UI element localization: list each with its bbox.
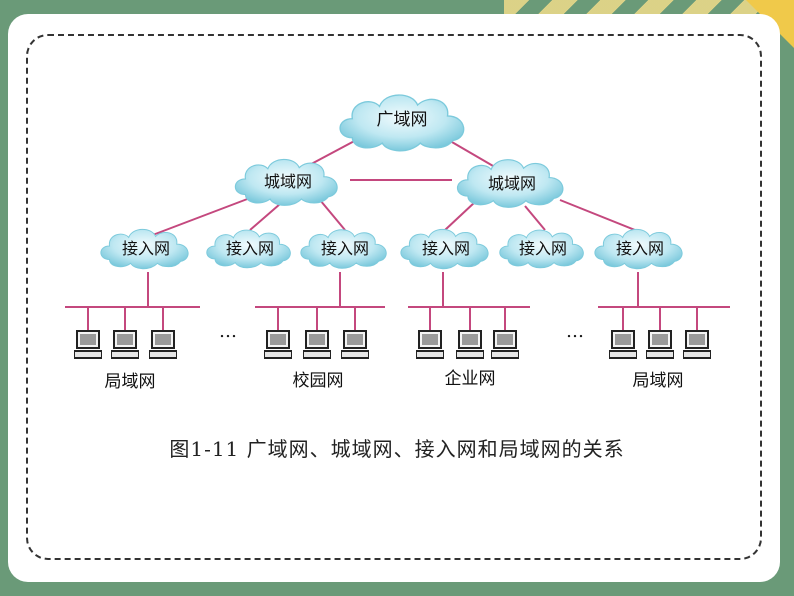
computer-icon	[341, 330, 369, 359]
lan-label-3: 企业网	[445, 369, 496, 389]
access-cloud-2: 接入网	[206, 229, 291, 269]
access-cloud-1: 接入网	[100, 228, 189, 270]
access-label-1: 接入网	[122, 239, 170, 258]
access-cloud-3: 接入网	[300, 229, 387, 269]
links	[65, 137, 730, 330]
computer-icon	[683, 330, 711, 359]
dashed-frame	[26, 34, 762, 560]
man-cloud-left: 城域网	[234, 158, 338, 206]
lan-label-2: 校园网	[293, 371, 344, 391]
access-label-2: 接入网	[226, 239, 274, 258]
computers	[74, 330, 711, 359]
access-label-6: 接入网	[616, 239, 664, 258]
access-cloud-6: 接入网	[594, 228, 683, 270]
decorative-stripes	[504, 0, 794, 18]
computer-icon	[264, 330, 292, 359]
access-cloud-5: 接入网	[499, 229, 584, 269]
wan-cloud: 广域网	[338, 93, 465, 152]
computer-icon	[456, 330, 484, 359]
man-left-label: 城域网	[264, 172, 312, 191]
computer-icon	[74, 330, 102, 359]
wan-label: 广域网	[377, 110, 428, 130]
access-label-5: 接入网	[519, 239, 567, 258]
access-cloud-4: 接入网	[400, 228, 489, 270]
computer-icon	[416, 330, 444, 359]
man-right-label: 城域网	[488, 174, 536, 193]
computer-icon	[491, 330, 519, 359]
ellipsis-left: …	[219, 321, 237, 342]
computer-icon	[646, 330, 674, 359]
figure-caption: 图1-11 广域网、城域网、接入网和局域网的关系	[169, 437, 625, 461]
lan-label-4: 局域网	[633, 371, 684, 391]
lan-label-1: 局域网	[105, 372, 156, 392]
man-cloud-right: 城域网	[456, 159, 564, 208]
computer-icon	[149, 330, 177, 359]
computer-icon	[609, 330, 637, 359]
computer-icon	[303, 330, 331, 359]
access-label-4: 接入网	[422, 239, 470, 258]
computer-icon	[111, 330, 139, 359]
access-label-3: 接入网	[321, 239, 369, 258]
ellipsis-right: …	[566, 321, 584, 342]
